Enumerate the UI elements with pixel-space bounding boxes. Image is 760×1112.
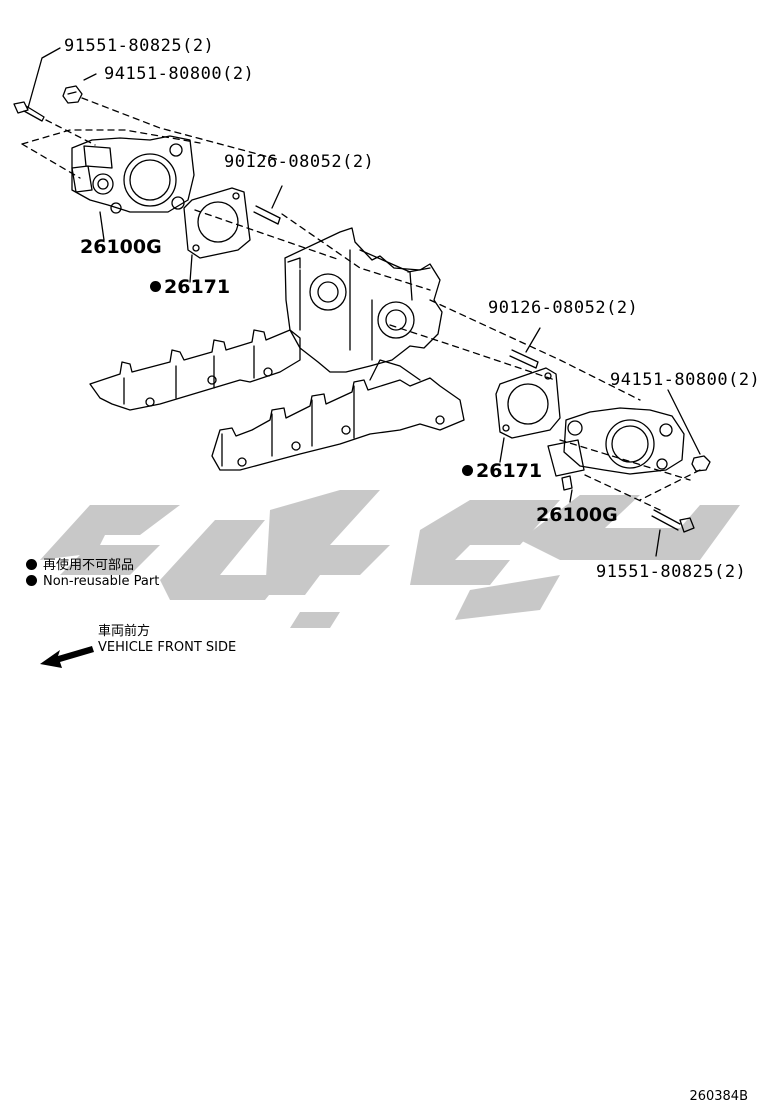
non-reusable-dot-icon [462, 465, 473, 476]
throttle-body-left-icon [71, 135, 195, 241]
non-reusable-dot-icon [150, 281, 161, 292]
part-label-nut-right: 94151-80800(2) [610, 370, 760, 390]
front-side-jp: 車両前方 [98, 624, 151, 639]
intake-manifold-icon [284, 227, 443, 373]
gasket-right-number: 26171 [476, 460, 543, 482]
part-label-gasket-left: 26171 [150, 276, 230, 298]
stud-right-icon [509, 327, 541, 369]
legend-jp-text: 再使用不可部品 [43, 558, 135, 573]
throttle-body-right-icon [547, 407, 685, 503]
legend-dot-icon [26, 559, 37, 570]
watermark-logo [40, 490, 740, 628]
legend-dot-icon [26, 575, 37, 586]
front-side-en: VEHICLE FRONT SIDE [98, 640, 237, 655]
gasket-right-icon [495, 367, 561, 463]
part-label-stud-top: 90126-08052(2) [224, 152, 375, 172]
legend-jp: 再使用不可部品 [26, 554, 134, 573]
part-label-throttle-left: 26100G [80, 236, 162, 258]
part-label-bolt-bottom: 91551-80825(2) [596, 562, 747, 582]
diagram-code: 260384B [689, 1089, 748, 1104]
part-label-nut-top: 94151-80800(2) [104, 64, 255, 84]
stud-top-icon [253, 185, 283, 225]
leader-bolt-top [27, 47, 61, 109]
nut-right-icon [667, 389, 711, 472]
nut-top-icon [62, 85, 83, 104]
part-label-bolt-top: 91551-80825(2) [64, 36, 215, 56]
front-arrow-icon [40, 646, 94, 668]
bolt-top-icon [13, 101, 45, 122]
gasket-left-icon [183, 187, 251, 283]
legend-en-text: Non-reusable Part [43, 574, 160, 589]
bolt-bottom-icon [651, 509, 695, 557]
part-label-stud-right: 90126-08052(2) [488, 298, 639, 318]
manifold-runner-right-icon [211, 359, 465, 471]
part-label-gasket-right: 26171 [462, 460, 542, 482]
gasket-left-number: 26171 [164, 276, 231, 298]
part-label-throttle-right: 26100G [536, 504, 618, 526]
leader-nut-top [83, 73, 97, 81]
manifold-runner-left-icon [89, 329, 301, 411]
legend-en: Non-reusable Part [26, 574, 159, 589]
